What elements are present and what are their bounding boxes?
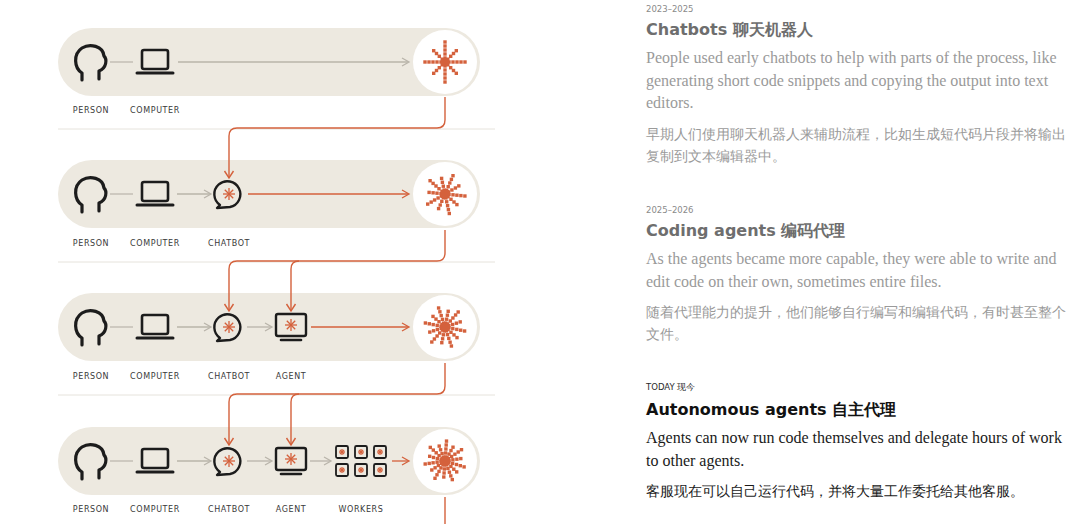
- period-label: TODAY 现今: [646, 382, 1066, 394]
- stage-description: Agents can now run code themselves and d…: [646, 427, 1066, 472]
- period-label: 2025–2026: [646, 205, 1066, 215]
- icon-label: AGENT: [276, 505, 306, 514]
- stage-description-zh: 早期人们使用聊天机器人来辅助流程，比如生成短代码片段并将输出复制到文本编辑器中。: [646, 123, 1066, 167]
- icon-label: PERSON: [73, 372, 109, 381]
- icon-label: CHATBOT: [208, 372, 250, 381]
- period-label: 2023–2025: [646, 4, 1066, 14]
- icon-label: CHATBOT: [208, 239, 250, 248]
- timeline-entry: 2025–2026Coding agents 编码代理 As the agents…: [646, 205, 1066, 345]
- icon-label: PERSON: [73, 505, 109, 514]
- icon-label: COMPUTER: [130, 106, 180, 115]
- icon-label: CHATBOT: [208, 505, 250, 514]
- icon-label: COMPUTER: [130, 372, 180, 381]
- timeline-entry: TODAY 现今 Autonomous agents 自主代理 Agents can…: [646, 382, 1066, 502]
- stage-description-zh: 随着代理能力的提升，他们能够自行编写和编辑代码，有时甚至整个文件。: [646, 301, 1066, 345]
- stage-description-zh: 客服现在可以自己运行代码，并将大量工作委托给其他客服。: [646, 480, 1066, 502]
- stage-heading: Autonomous agents 自主代理: [646, 400, 1066, 421]
- icon-label: COMPUTER: [130, 505, 180, 514]
- stage-heading: Coding agents 编码代理: [646, 221, 1066, 242]
- stage-description: People used early chatbots to help with …: [646, 47, 1066, 115]
- stage-description: As the agents became more capable, they …: [646, 248, 1066, 293]
- icon-label: AGENT: [276, 372, 306, 381]
- stage-heading: Chatbots 聊天机器人: [646, 20, 1066, 41]
- icon-label: PERSON: [73, 106, 109, 115]
- icon-label: WORKERS: [339, 505, 384, 514]
- icon-label: COMPUTER: [130, 239, 180, 248]
- icon-label: PERSON: [73, 239, 109, 248]
- timeline-entry: 2023–2025Chatbots 聊天机器人 People used early…: [646, 4, 1066, 167]
